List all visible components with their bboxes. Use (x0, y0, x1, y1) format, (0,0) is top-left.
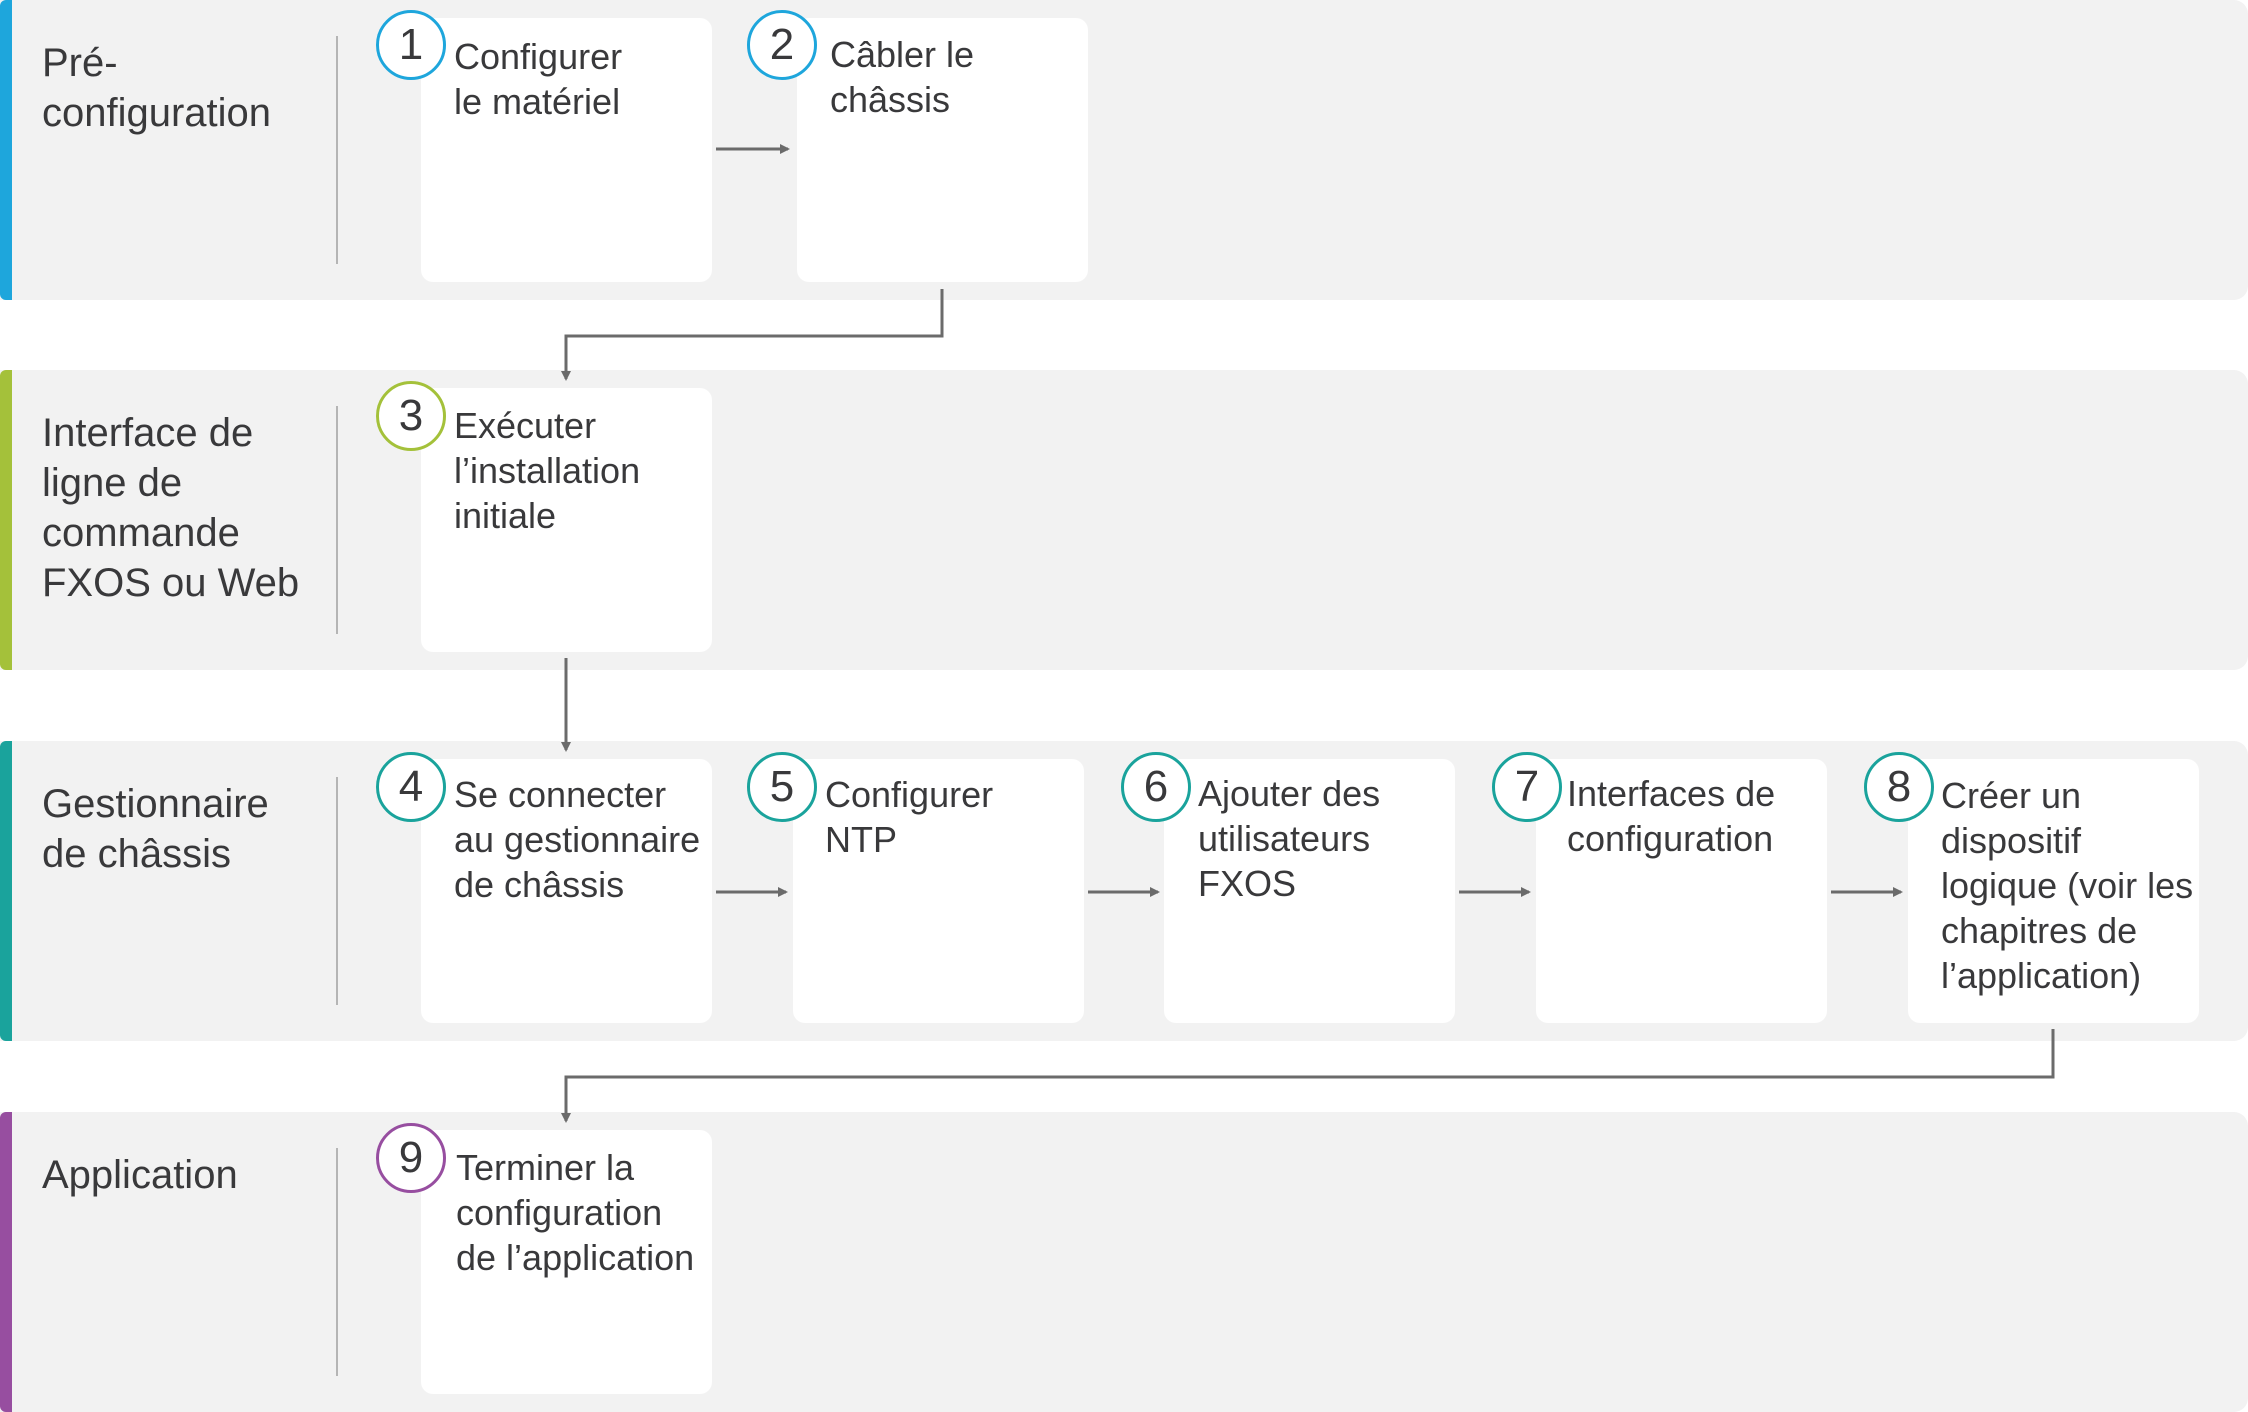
lane-label: Gestionnaire de châssis (42, 782, 269, 876)
step-number-badge-1: 1 (376, 10, 446, 80)
step-label-8: Créer un dispositif logique (voir les ch… (1941, 775, 2194, 996)
step-card-8 (1908, 759, 2199, 1023)
lane-label: Pré- configuration (42, 41, 272, 135)
step-number-badge-3: 3 (376, 381, 446, 451)
step-number-badge-8: 8 (1864, 752, 1934, 822)
step-number-badge-9: 9 (376, 1123, 446, 1193)
lane-divider (336, 406, 338, 634)
step-card-4 (421, 759, 712, 1023)
lane-accent-bar (0, 1112, 12, 1412)
step-label-6: Ajouter des utilisateurs FXOS (1198, 773, 1381, 904)
lane-cli-web: Interface de ligne de commande FXOS ou W… (0, 370, 2248, 670)
step-number-badge-2: 2 (747, 10, 817, 80)
step-number-badge-4: 4 (376, 752, 446, 822)
step-number-badge-5: 5 (747, 752, 817, 822)
step-label-9: Terminer la configuration de l’applicati… (456, 1147, 695, 1278)
arrow-8-to-9 (561, 1029, 2055, 1123)
lane-divider (336, 36, 338, 264)
step-label-3: Exécuter l’installation initiale (454, 405, 641, 536)
step-card-6 (1164, 759, 1455, 1023)
lane-label: Application (42, 1153, 238, 1197)
step-card-9 (421, 1130, 712, 1394)
step-card-7 (1536, 759, 1827, 1023)
step-card-1 (421, 18, 712, 282)
step-label-5: Configurer NTP (825, 774, 994, 860)
lane-accent-bar (0, 0, 12, 300)
lane-accent-bar (0, 741, 12, 1041)
lane-pre-configuration: Pré- configuration (0, 0, 2248, 300)
step-label-4: Se connecter au gestionnaire de châssis (454, 774, 701, 905)
arrow-2-to-3 (561, 289, 944, 381)
lane-label: Interface de ligne de commande FXOS ou W… (42, 411, 300, 605)
lane-accent-bar (0, 370, 12, 670)
lane-divider (336, 777, 338, 1005)
step-number-badge-7: 7 (1492, 752, 1562, 822)
step-number-badge-6: 6 (1121, 752, 1191, 822)
step-card-3 (421, 388, 712, 652)
step-label-1: Configurer le matériel (454, 36, 623, 122)
step-card-2 (797, 18, 1088, 282)
lane-divider (336, 1148, 338, 1376)
step-label-2: Câbler le châssis (830, 34, 975, 120)
lane-application: Application (0, 1112, 2248, 1412)
step-card-5 (793, 759, 1084, 1023)
step-label-7: Interfaces de configuration (1567, 773, 1776, 859)
